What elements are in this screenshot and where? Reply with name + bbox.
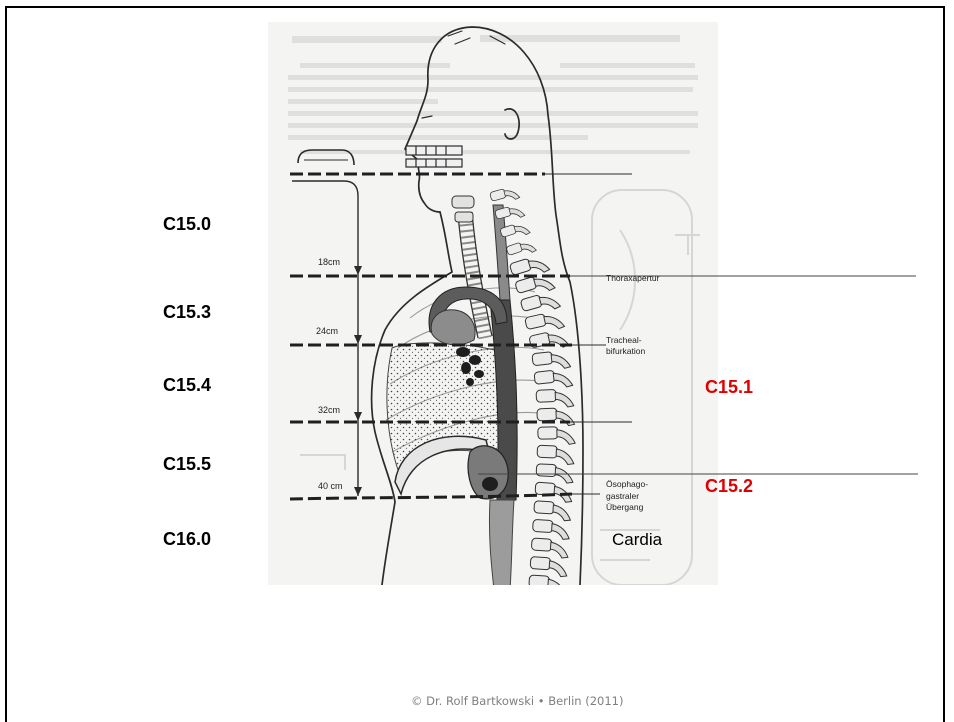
ghost-text-line	[288, 99, 438, 104]
bronchus	[469, 355, 481, 365]
vertebral-body	[529, 575, 550, 588]
vertebral-body	[538, 427, 558, 440]
vertebral-body	[534, 501, 555, 514]
annotation-oesophago: Ösophago-	[606, 479, 648, 489]
level-label-c15-3: C15.3	[163, 302, 211, 323]
vertebral-body	[533, 519, 554, 532]
bite-block-upper	[406, 146, 462, 155]
vertebral-body	[532, 352, 553, 366]
ghost-text-line	[288, 75, 698, 80]
annotation-gastraler: gastraler	[606, 491, 639, 501]
abdominal-structure	[489, 500, 514, 590]
level-label-c15-0: C15.0	[163, 214, 211, 235]
level-label-c15-5: C15.5	[163, 454, 211, 475]
annotation-bifurkation: bifurkation	[606, 346, 645, 356]
cardia-label: Cardia	[612, 530, 662, 550]
vertebral-body	[531, 538, 552, 551]
vertebral-body	[530, 557, 551, 570]
region-label-c15-1: C15.1	[705, 377, 753, 398]
ghost-text-line	[288, 123, 698, 128]
larynx-cartilage	[455, 212, 473, 222]
vertebral-body	[534, 370, 555, 384]
stomach	[468, 446, 508, 499]
level-label-c15-4: C15.4	[163, 375, 211, 396]
cardia-region	[482, 477, 498, 491]
region-label-c15-2: C15.2	[705, 476, 753, 497]
distance-label-18cm: 18cm	[318, 257, 340, 267]
vertebral-body	[537, 408, 558, 421]
bronchus	[461, 362, 471, 374]
annotation-thoraxapertur: Thoraxapertur	[606, 273, 660, 283]
distance-label-32cm: 32cm	[318, 405, 340, 415]
distance-label-24cm: 24cm	[316, 326, 338, 336]
annotation-tracheal: Tracheal-	[606, 335, 642, 345]
distance-label-40cm: 40 cm	[318, 481, 343, 491]
footer-copyright: © Dr. Rolf Bartkowski • Berlin (2011)	[411, 694, 623, 708]
ghost-text-line	[300, 150, 690, 154]
bite-block-lower	[406, 159, 462, 167]
ghost-text-line	[292, 36, 442, 43]
vertebral-body	[536, 464, 557, 477]
vertebral-body	[536, 389, 557, 402]
ghost-text-line	[288, 111, 698, 116]
larynx-cartilage	[452, 196, 474, 208]
ghost-text-line	[288, 87, 693, 92]
bronchus	[456, 347, 470, 357]
ghost-text-line	[288, 135, 588, 140]
level-label-c16-0: C16.0	[163, 529, 211, 550]
vertebral-body	[537, 445, 558, 458]
ghost-text-line	[560, 63, 695, 68]
bronchus	[466, 378, 474, 386]
bronchus	[474, 370, 484, 378]
annotation-uebergang: Übergang	[606, 502, 644, 512]
